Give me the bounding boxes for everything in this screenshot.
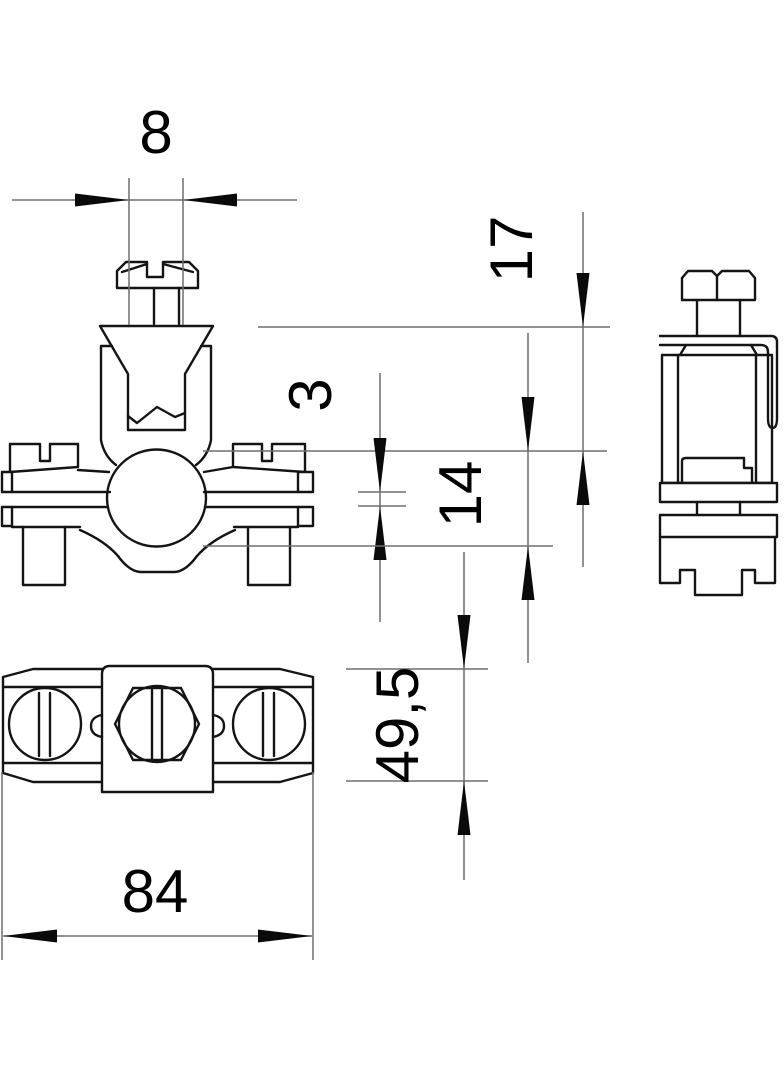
front-right-wing: [231, 442, 307, 474]
dimension-label-17: 17: [478, 215, 545, 283]
front-strap-curve: [78, 528, 237, 574]
dimension-3: [358, 373, 406, 622]
bottom-bar-inner-edges: [1, 685, 315, 765]
front-plate-end-tabs: [0, 470, 315, 528]
bottom-left-screw: [7, 686, 83, 762]
dim84-arrow-right: [258, 929, 312, 943]
dim14-arrow-top: [521, 397, 535, 451]
side-inner-plate: [680, 456, 754, 485]
dimension-84: [1, 772, 314, 960]
dim8-extension-lines: [128, 178, 184, 325]
dim14-arrow-bottom: [521, 546, 535, 600]
side-bar-neck: [695, 500, 742, 517]
front-conductor-break-line: [126, 405, 187, 425]
dimension-label-49-5: 49,5: [364, 666, 431, 784]
dimension-17: [203, 212, 610, 567]
side-frame-bar-upper: [658, 481, 779, 504]
bottom-view: [1, 664, 315, 794]
front-pipe-bore: [105, 448, 208, 548]
dim3-arrow-bottom: [373, 506, 387, 560]
dimension-label-84: 84: [121, 858, 189, 925]
front-left-wing: [8, 442, 80, 474]
bottom-right-screw: [231, 686, 307, 762]
dim49-arrow-bottom: [457, 781, 471, 835]
dimension-14: [203, 333, 553, 663]
front-body-sides: [99, 344, 213, 467]
dim49-arrow-top: [457, 615, 471, 669]
dim3-arrow-top: [373, 438, 387, 492]
side-neck-slants: [678, 343, 759, 357]
dimension-49-5: [346, 552, 488, 880]
side-view: [658, 269, 779, 597]
bottom-center-screw: [117, 684, 197, 764]
dimension-label-14: 14: [427, 460, 494, 528]
dimension-label-3: 3: [277, 378, 344, 412]
side-frame-bar-lower: [658, 513, 779, 539]
bottom-center-hexagon: [113, 686, 201, 762]
front-view: [0, 260, 315, 587]
dimension-label-8: 8: [139, 99, 173, 166]
front-screw-shank: [152, 286, 181, 326]
dim8-arrow-left: [75, 193, 129, 207]
front-funnel: [98, 324, 215, 432]
dim8-arrow-right: [183, 193, 237, 207]
dim17-arrow-bottom: [576, 451, 590, 505]
dim17-extension-lines: [203, 326, 610, 452]
dim3-extension-ticks: [358, 491, 406, 507]
dimension-8: [12, 178, 297, 325]
bottom-side-lugs: [89, 713, 226, 739]
side-screw-shank: [695, 298, 742, 338]
front-plate-edges: [10, 465, 300, 529]
side-feet: [658, 535, 777, 597]
bottom-screw-slots: [37, 688, 276, 761]
dim84-arrow-left: [3, 929, 57, 943]
side-body-inner-edges: [676, 353, 758, 485]
dim17-arrow-top: [576, 273, 590, 327]
side-screw-head: [680, 269, 757, 302]
dim84-extension-lines: [1, 772, 314, 960]
front-screw-head-facets: [120, 262, 195, 274]
front-legs: [21, 525, 292, 587]
